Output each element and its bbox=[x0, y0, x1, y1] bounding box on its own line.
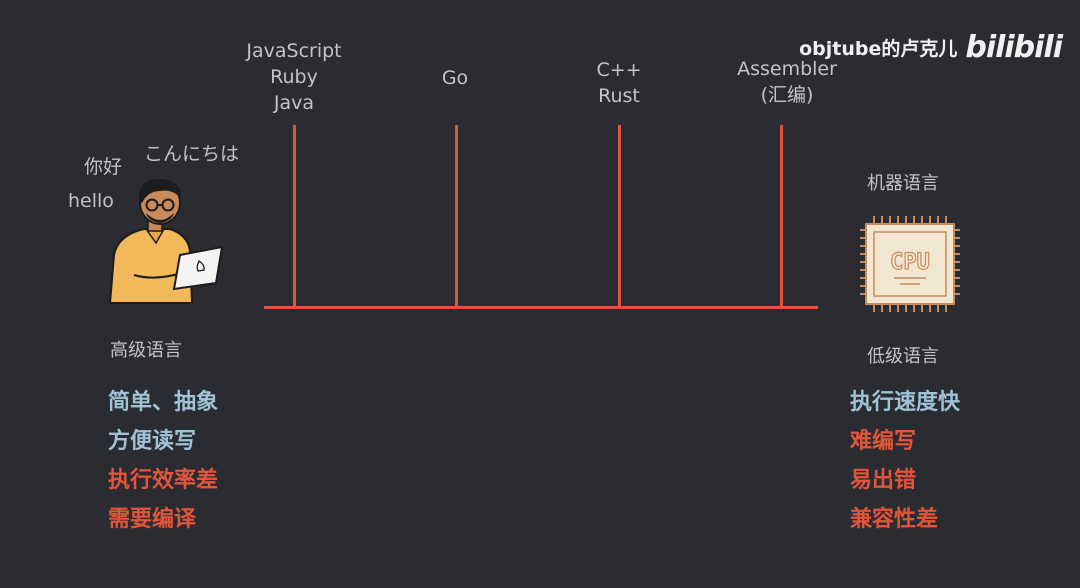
cpu-chip-label: CPU bbox=[890, 250, 930, 275]
trait-con: 兼容性差 bbox=[850, 507, 939, 532]
trait-pro: 方便读写 bbox=[108, 429, 197, 454]
low-level-traits: 执行速度快 难编写 易出错 兼容性差 bbox=[850, 383, 960, 539]
watermark: objtube的卢克儿 bilibili bbox=[799, 30, 1063, 65]
cpu-chip-icon: CPU bbox=[860, 216, 960, 312]
tick-line-high bbox=[293, 125, 296, 308]
trait-con: 执行效率差 bbox=[108, 468, 219, 493]
language-label-high: JavaScript Ruby Java bbox=[234, 38, 354, 116]
high-level-caption: 高级语言 bbox=[110, 340, 182, 361]
language-java: Java bbox=[273, 92, 315, 114]
tick-line-assembler bbox=[780, 125, 783, 308]
trait-con: 易出错 bbox=[850, 468, 917, 493]
spectrum-baseline bbox=[264, 306, 818, 309]
language-label-assembler: Assembler (汇编) bbox=[727, 56, 847, 108]
trait-con: 需要编译 bbox=[108, 507, 197, 532]
tick-line-systems bbox=[618, 125, 621, 308]
tick-line-go bbox=[455, 125, 458, 308]
machine-language-caption: 机器语言 bbox=[867, 173, 939, 194]
high-level-traits: 简单、抽象 方便读写 执行效率差 需要编译 bbox=[108, 383, 218, 539]
language-label-go: Go bbox=[415, 65, 495, 91]
greeting-hello: hello bbox=[68, 190, 114, 212]
language-ruby: Ruby bbox=[270, 66, 318, 88]
language-assembler: Assembler bbox=[737, 58, 837, 80]
language-assembler-cn: (汇编) bbox=[760, 84, 814, 106]
language-javascript: JavaScript bbox=[246, 40, 342, 62]
greeting-konnichiwa: こんにちは bbox=[144, 143, 240, 165]
language-cpp: C++ bbox=[596, 59, 642, 81]
trait-pro: 简单、抽象 bbox=[108, 390, 219, 415]
language-rust: Rust bbox=[598, 85, 640, 107]
language-go: Go bbox=[441, 67, 469, 89]
greeting-nihao: 你好 bbox=[84, 156, 123, 178]
low-level-caption: 低级语言 bbox=[867, 346, 939, 367]
programmer-illustration bbox=[108, 178, 224, 304]
channel-name: objtube的卢克儿 bbox=[799, 38, 958, 60]
trait-pro: 执行速度快 bbox=[850, 390, 961, 415]
bilibili-logo: bilibili bbox=[965, 30, 1063, 65]
language-label-systems: C++ Rust bbox=[579, 57, 659, 109]
trait-con: 难编写 bbox=[850, 429, 917, 454]
